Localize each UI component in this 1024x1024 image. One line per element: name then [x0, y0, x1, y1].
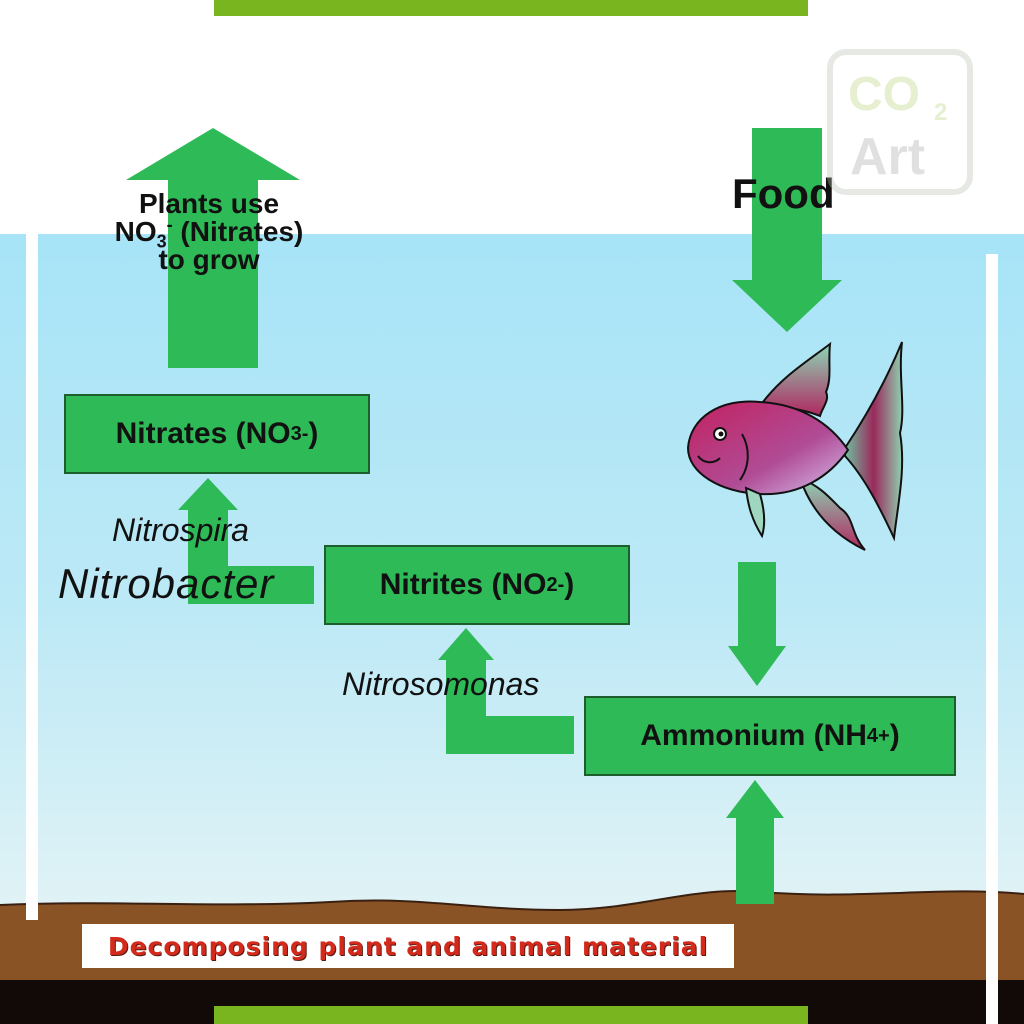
nitrites-text: Nitrites (NO: [379, 568, 547, 601]
plants-formula: NO: [114, 216, 157, 247]
nitrites-close: ): [564, 568, 575, 601]
nitrates-text: Nitrates (NO: [115, 417, 291, 450]
tank-wall-right: [986, 254, 998, 1024]
ammonium-close: ): [889, 719, 900, 752]
ammonium-sup: +: [878, 724, 890, 747]
ammonium-sub: 4: [866, 724, 879, 747]
food-label: Food: [732, 170, 835, 217]
arrow-elbow-nitrosomonas: [438, 628, 574, 754]
decomposing-material-label-box: Decomposing plant and animal material: [82, 924, 734, 968]
decomposing-material-label: Decomposing plant and animal material: [107, 931, 709, 961]
nitrates-sup: -: [301, 422, 309, 445]
co2-art-logo: CO 2 Art: [827, 49, 973, 195]
logo-sub: 2: [934, 99, 947, 126]
plants-line3: to grow: [158, 244, 260, 275]
bottom-accent-bar: [214, 1006, 808, 1024]
plants-line2: NO3- (Nitrates): [64, 214, 354, 251]
plants-rest: (Nitrates): [172, 216, 304, 247]
nitrospira-label: Nitrospira: [112, 512, 249, 548]
arrow-down-food: [732, 128, 842, 332]
nitrates-close: ): [308, 417, 319, 450]
nitrites-sup: -: [557, 573, 565, 596]
plants-sub: 3: [156, 231, 167, 252]
nitrobacter-label: Nitrobacter: [58, 560, 275, 607]
logo-co: CO: [848, 68, 920, 121]
nitrosomonas-label: Nitrosomonas: [342, 666, 540, 702]
logo-art: Art: [850, 128, 925, 186]
top-accent-bar: [214, 0, 808, 16]
ammonium-text: Ammonium (NH: [640, 719, 867, 752]
tank-wall-left: [26, 234, 38, 920]
plants-use-nitrates-label: Plants use NO3- (Nitrates) to grow: [64, 190, 354, 274]
arrow-up-plants: [126, 128, 300, 368]
arrow-down-ammonium: [728, 562, 786, 686]
fish-illustration: [686, 341, 904, 551]
plants-sup: -: [166, 214, 173, 235]
arrow-elbow-nitrobacter: [178, 478, 314, 604]
arrow-up-substrate: [726, 780, 784, 904]
plants-line1: Plants use: [138, 188, 280, 219]
nitrites-sub: 2: [546, 573, 558, 596]
nitrates-sub: 3: [290, 422, 302, 445]
